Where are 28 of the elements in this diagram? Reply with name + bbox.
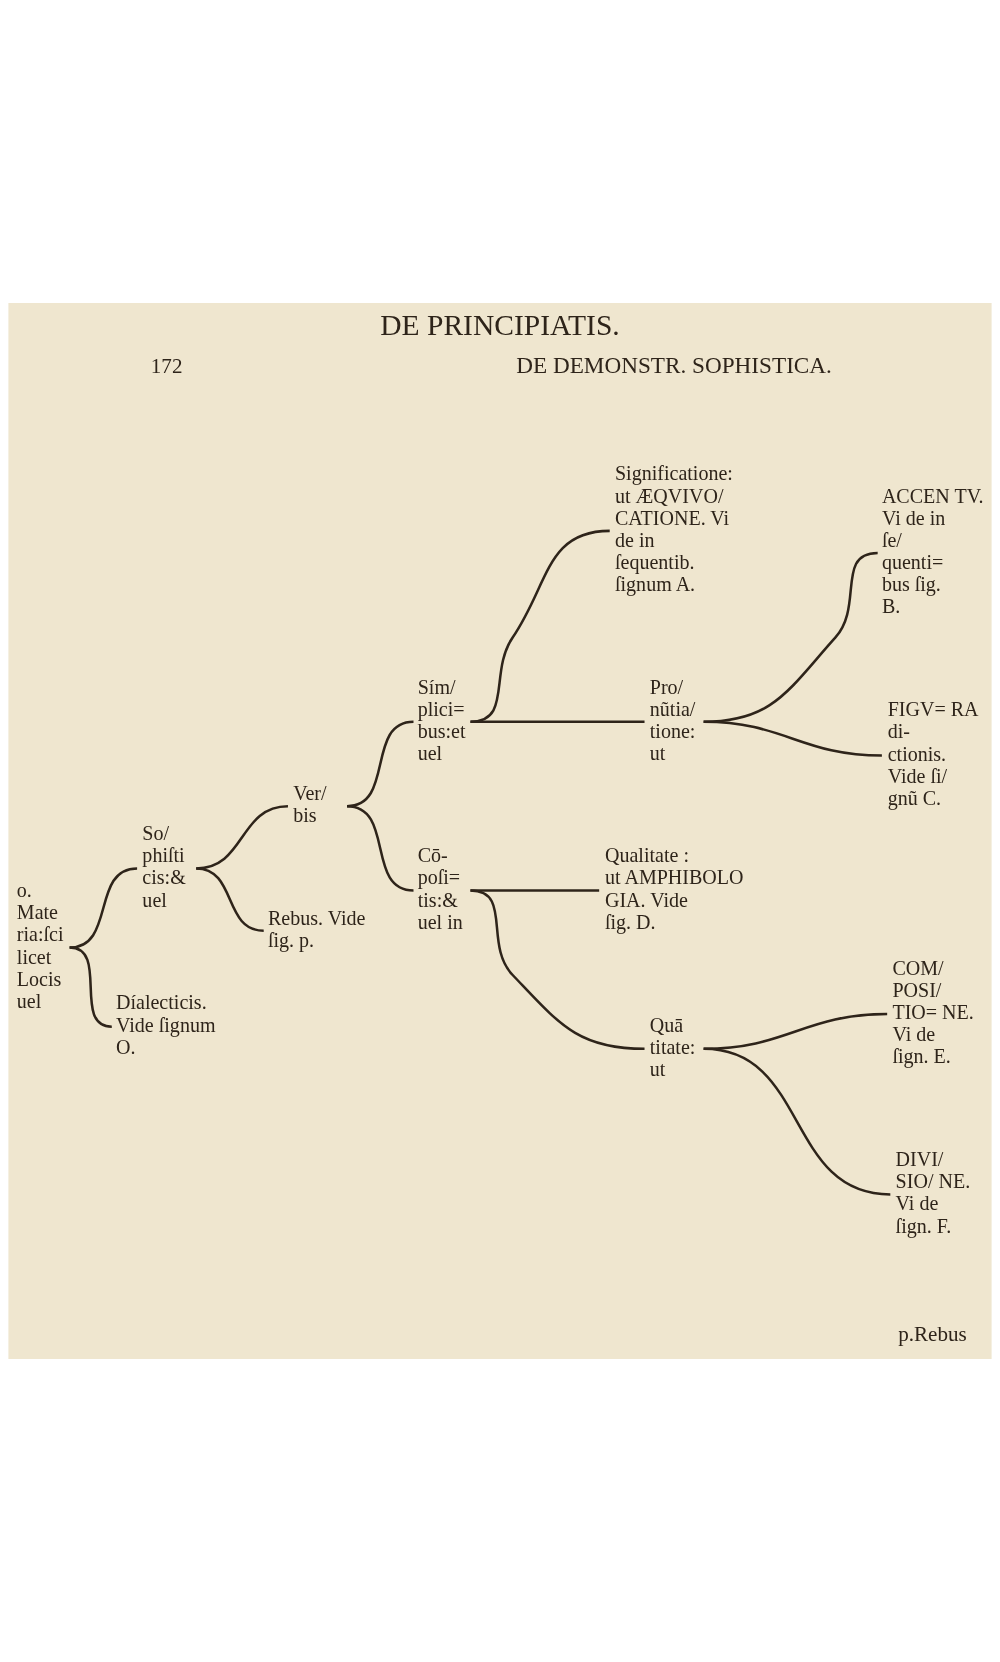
connector: [69, 946, 112, 1028]
node-text: Díalecticis. Vide ſignum O.: [116, 991, 216, 1058]
node-text: Ver/ bis: [293, 782, 327, 827]
connector: [470, 720, 645, 724]
node-text: DIVI/ SIO/ NE. Vi de ſign. F.: [895, 1148, 971, 1237]
node-text: Pro/ nũtia/ tione: ut: [649, 675, 696, 764]
node-text: So/ phiſti cis:& uel: [142, 822, 186, 911]
connector: [703, 551, 878, 724]
node-text: ACCEN TV. Vi de in ſe/ quenti= bus ſig. B.: [881, 484, 984, 618]
connector: [703, 1047, 891, 1196]
connector: [703, 720, 882, 757]
connector: [346, 804, 414, 892]
node-text: Qualitate : ut AMPHIBOLO GIA. Vide ſig. D.: [604, 844, 744, 933]
label: 172: [150, 353, 183, 378]
node-text: COM/ POSI/ TIO= NE. Vi de ſign. E.: [892, 956, 974, 1068]
node-text: Sím/ plici= bus:et uel: [417, 675, 466, 764]
node-text: o. Mate ria:ſci licet Locis uel: [16, 879, 64, 1012]
connector: [470, 889, 645, 1051]
node-text: FIGV= RA di- ctionis. Vide ſi/ gnũ C.: [887, 698, 979, 809]
diagram-title: DE PRINCIPIATIS.: [380, 309, 620, 342]
node-text: Rebus. Vide ſig. p.: [267, 906, 366, 951]
label: p.Rebus: [898, 1322, 967, 1347]
node-text: Cō- poſi= tis:& uel in: [417, 844, 463, 933]
connector: [196, 867, 264, 932]
node-text: Quā titate: ut: [649, 1013, 696, 1080]
label: DE DEMONSTR. SOPHISTICA.: [516, 352, 832, 379]
node-text: Significatione: ut ÆQVIVO/ CATIONE. Vi de in ſequentib. ſignum A.: [614, 462, 733, 596]
connector: [470, 529, 610, 724]
